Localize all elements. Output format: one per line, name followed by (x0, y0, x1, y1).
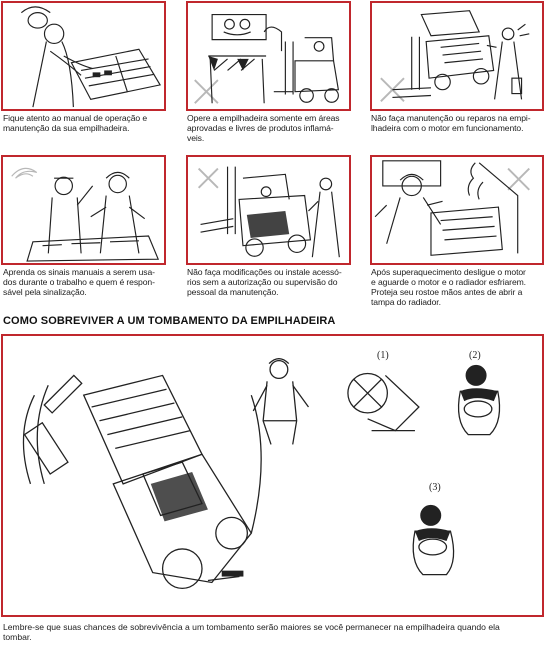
panel-no-modifications (186, 155, 351, 265)
caption-no-modifications: Não faça modificações ou instale acessó-… (187, 267, 342, 297)
figure-label-2: (2) (469, 350, 481, 361)
caption-maintenance-engine-off: Não faça manutenção ou reparos na empi-l… (371, 113, 531, 133)
illustration-forklift-barrier (194, 13, 340, 104)
figure-label-3: (3) (429, 482, 441, 493)
panel-radiator (370, 155, 544, 265)
figure-label-1: (1) (377, 350, 389, 361)
illustration-reading-manual (20, 6, 162, 108)
section-title: COMO SOBREVIVER A UM TOMBAMENTO DA EMPIL… (3, 315, 336, 327)
panel-maintenance-engine-off (370, 1, 544, 111)
caption-hand-signals: Aprenda os sinais manuais a serem usa-do… (3, 267, 155, 297)
illustration-forklift-mechanic (380, 10, 530, 102)
bottom-text: Lembre-se que suas chances de sobrevivên… (3, 622, 500, 642)
panel-manual (1, 1, 166, 111)
illustration-forklift-modification (197, 166, 340, 258)
panel-tipover: (1) (2) (3) (1, 334, 544, 617)
illustration-radiator-steam (374, 160, 530, 256)
illustration-hand-signals (11, 167, 160, 262)
panel-approved-areas (186, 1, 351, 111)
panel-hand-signals (1, 155, 166, 265)
illustration-tipover (22, 358, 501, 590)
